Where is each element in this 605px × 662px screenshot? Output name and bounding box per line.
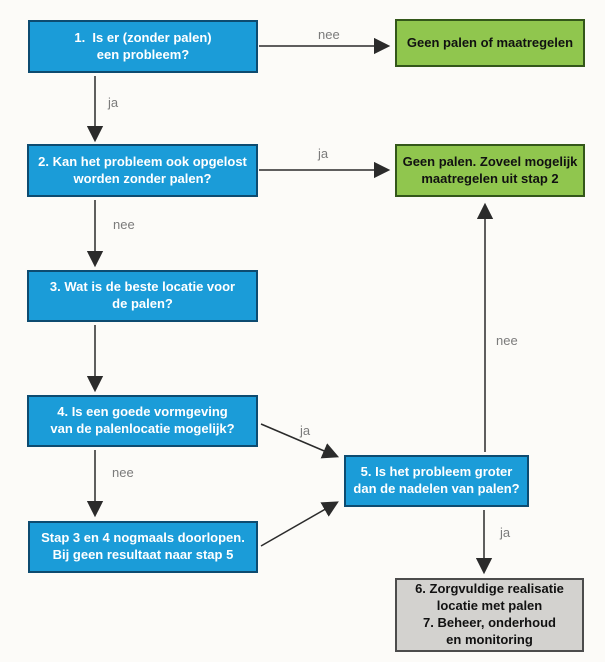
node-stap34: Stap 3 en 4 nogmaals doorlopen. Bij geen… bbox=[28, 521, 258, 573]
arrow-stap34-to-step5 bbox=[260, 501, 339, 547]
node-step5: 5. Is het probleem groter dan de nadelen… bbox=[344, 455, 529, 507]
edge-label-step5-outcome67: ja bbox=[500, 525, 511, 540]
edge-label-step1-step2: ja bbox=[108, 95, 119, 110]
edge-label-step2-step3: nee bbox=[113, 217, 135, 232]
edge-label-step2-outcome2: ja bbox=[318, 146, 329, 161]
node-outcome67: 6. Zorgvuldige realisatie locatie met pa… bbox=[395, 578, 584, 652]
edge-label-step4-stap34: nee bbox=[112, 465, 134, 480]
node-step2: 2. Kan het probleem ook opgelost worden … bbox=[27, 144, 258, 197]
node-step4: 4. Is een goede vormgeving van de palenl… bbox=[27, 395, 258, 447]
arrow-step4-to-step5 bbox=[260, 423, 340, 459]
node-step1: 1. Is er (zonder palen) een probleem? bbox=[28, 20, 258, 73]
node-outcome2: Geen palen. Zoveel mogelijk maatregelen … bbox=[395, 144, 585, 197]
node-outcome1: Geen palen of maatregelen bbox=[395, 19, 585, 67]
edge-label-step4-step5: ja bbox=[300, 423, 311, 438]
node-step3: 3. Wat is de beste locatie voor de palen… bbox=[27, 270, 258, 322]
edge-label-step5-outcome2: nee bbox=[496, 333, 518, 348]
edge-label-step1-outcome1: nee bbox=[318, 27, 340, 42]
